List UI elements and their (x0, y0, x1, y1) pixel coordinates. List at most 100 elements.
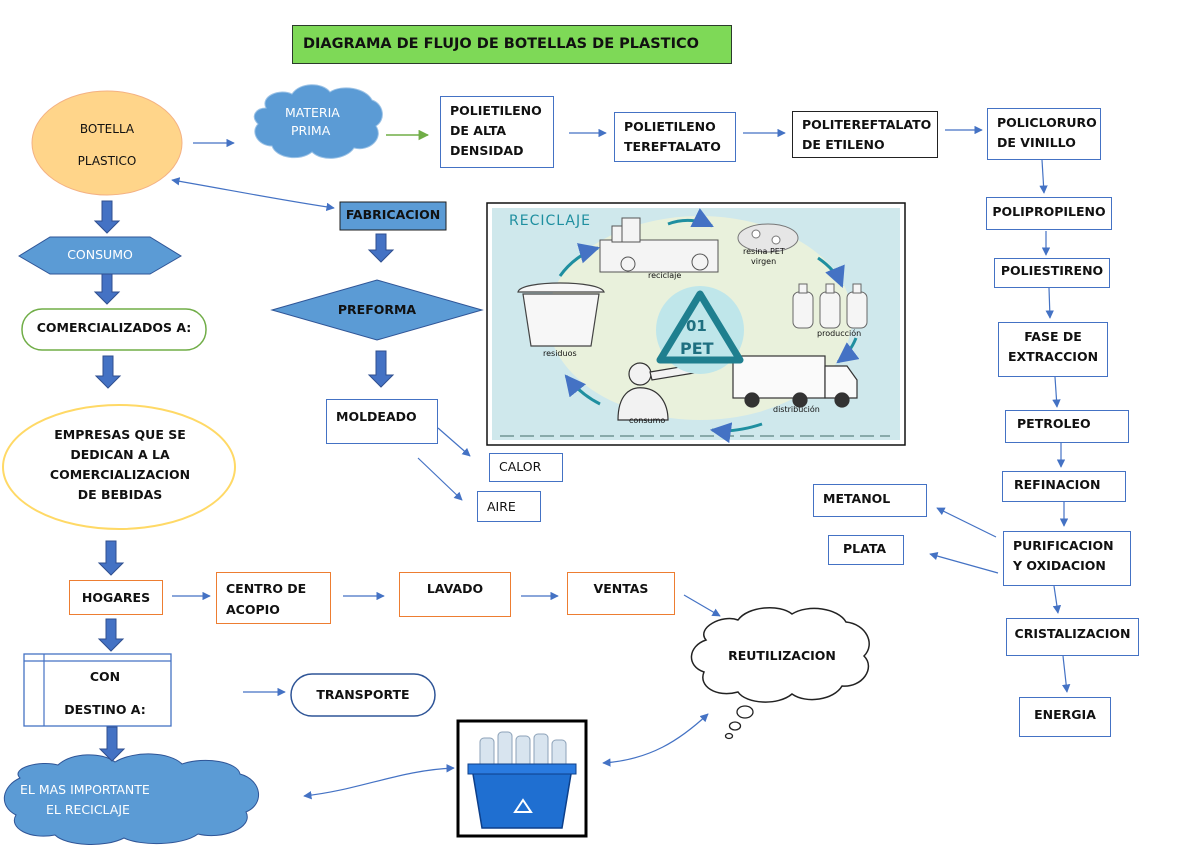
reciclaje-heading: RECICLAJE (509, 213, 591, 229)
comercializados-rounded-box (21, 308, 207, 351)
left-block-arrows (93, 200, 395, 762)
aire-label: AIRE (487, 499, 516, 514)
refinacion-label: REFINACION (1014, 477, 1101, 492)
purificacion-box (1003, 531, 1131, 586)
petroleo-box (1005, 410, 1129, 443)
polipropileno-label: POLIPROPILENO (992, 204, 1106, 219)
pet-code: 01 (686, 317, 707, 335)
img-label-produccion: producción (817, 329, 862, 338)
metanol-box (813, 484, 927, 517)
empresas-ellipse (2, 404, 236, 530)
reciclaje-cloud-label-2: EL RECICLAJE (46, 802, 130, 817)
resin-pile-icon (737, 223, 799, 253)
centro-acopio-label-1: CENTRO DE (226, 581, 307, 596)
hogares-label: HOGARES (81, 590, 151, 605)
moldeado-label: MOLDEADO (336, 409, 417, 424)
img-label-reciclaje: reciclaje (648, 271, 682, 280)
fase-extraccion-box (998, 322, 1108, 377)
preforma-diamond (270, 279, 484, 341)
reciclaje-cloud-label-1: EL MAS IMPORTANTE (20, 782, 150, 797)
botella-label-1: BOTELLA (79, 122, 135, 136)
poliestireno-box (994, 258, 1110, 288)
pead-label-1: POLIETILENO (450, 103, 542, 118)
truck-icon (732, 355, 858, 408)
policloruro-label-2: DE VINILLO (997, 135, 1076, 150)
fase-extraccion-label-1: FASE DE (1024, 329, 1082, 344)
centro-acopio-label-2: ACOPIO (226, 602, 280, 617)
botella-label-2: PLASTICO (77, 154, 137, 168)
cristalizacion-box (1006, 618, 1139, 656)
bottles-production-icon (792, 283, 868, 329)
pead-label-2: DE ALTA (450, 123, 507, 138)
purificacion-label-2: Y OXIDACION (1013, 558, 1106, 573)
polipropileno-box (986, 197, 1112, 230)
hogares-box (69, 580, 163, 615)
aire-box (477, 491, 541, 522)
refinacion-box (1002, 471, 1126, 502)
pet-symbol: PET (680, 339, 714, 358)
lavado-box (399, 572, 511, 617)
empresas-label-1: EMPRESAS QUE SE (54, 427, 186, 442)
calor-box (489, 453, 563, 482)
energia-box (1019, 697, 1111, 737)
img-label-consumo: consumo (629, 416, 666, 425)
img-label-distribucion: distribución (773, 405, 820, 414)
recycling-cycle-image (486, 202, 906, 446)
img-label-residuos: residuos (543, 349, 577, 358)
materia-prima-label-2: PRIMA (291, 123, 331, 138)
empresas-label-4: DE BEBIDAS (77, 487, 163, 502)
reutilizacion-cloud (690, 607, 870, 703)
consumo-label: CONSUMO (67, 247, 133, 262)
politereftalato-label-1: POLITEREFTALATO (802, 117, 932, 132)
fabricacion-box (339, 201, 447, 231)
ventas-label: VENTAS (593, 581, 649, 596)
materia-prima-label-1: MATERIA (285, 105, 340, 120)
lavado-label: LAVADO (426, 581, 484, 596)
cristalizacion-label: CRISTALIZACION (1014, 626, 1131, 641)
materia-prima-cloud (253, 84, 383, 159)
metanol-label: METANOL (823, 491, 891, 506)
purificacion-label-1: PURIFICACION (1013, 538, 1114, 553)
con-destino-box (23, 653, 172, 727)
fabricacion-label: FABRICACION (345, 207, 441, 222)
trash-bin-icon (517, 282, 605, 347)
img-label-resina-1: resina PET (743, 247, 785, 256)
preforma-label: PREFORMA (337, 302, 417, 317)
botella-plastico-ellipse (31, 90, 183, 196)
con-label: CON (89, 669, 121, 684)
politereftalato-label-2: DE ETILENO (802, 137, 885, 152)
politereftalato-box (792, 111, 938, 158)
transporte-rounded-box (290, 673, 436, 717)
pet-box (614, 112, 736, 162)
pead-label-3: DENSIDAD (450, 143, 524, 158)
img-label-resina-2: virgen (751, 257, 777, 266)
comercializados-label: COMERCIALIZADOS A: (36, 320, 192, 335)
pead-box (440, 96, 554, 168)
empresas-label-3: COMERCIALIZACION (49, 467, 191, 482)
diagram-title: DIAGRAMA DE FLUJO DE BOTELLAS DE PLASTIC… (292, 25, 732, 64)
consumo-hexagon (18, 236, 182, 275)
calor-label: CALOR (499, 459, 542, 474)
reutilizacion-label: REUTILIZACION (728, 648, 836, 663)
pet-label-1: POLIETILENO (624, 119, 716, 134)
policloruro-label-1: POLICLORURO (997, 115, 1097, 130)
recycling-bin-image (456, 719, 588, 838)
energia-label: ENERGIA (1034, 707, 1096, 722)
plata-box (828, 535, 904, 565)
ventas-box (567, 572, 675, 615)
pet-recycle-triangle (656, 290, 744, 364)
reciclaje-cloud (4, 753, 260, 845)
pet-label-2: TEREFTALATO (624, 139, 721, 154)
fase-extraccion-label-2: EXTRACCION (1007, 349, 1099, 364)
destino-label: DESTINO A: (64, 702, 146, 717)
poliestireno-label: POLIESTIRENO (1000, 263, 1104, 278)
empresas-label-2: DEDICAN A LA (70, 447, 170, 462)
moldeado-box (326, 399, 438, 444)
petroleo-label: PETROLEO (1017, 416, 1091, 431)
factory-icon (599, 217, 719, 273)
policloruro-box (987, 108, 1101, 160)
transporte-label: TRANSPORTE (316, 687, 410, 702)
centro-acopio-box (216, 572, 331, 624)
plata-label: PLATA (843, 541, 887, 556)
